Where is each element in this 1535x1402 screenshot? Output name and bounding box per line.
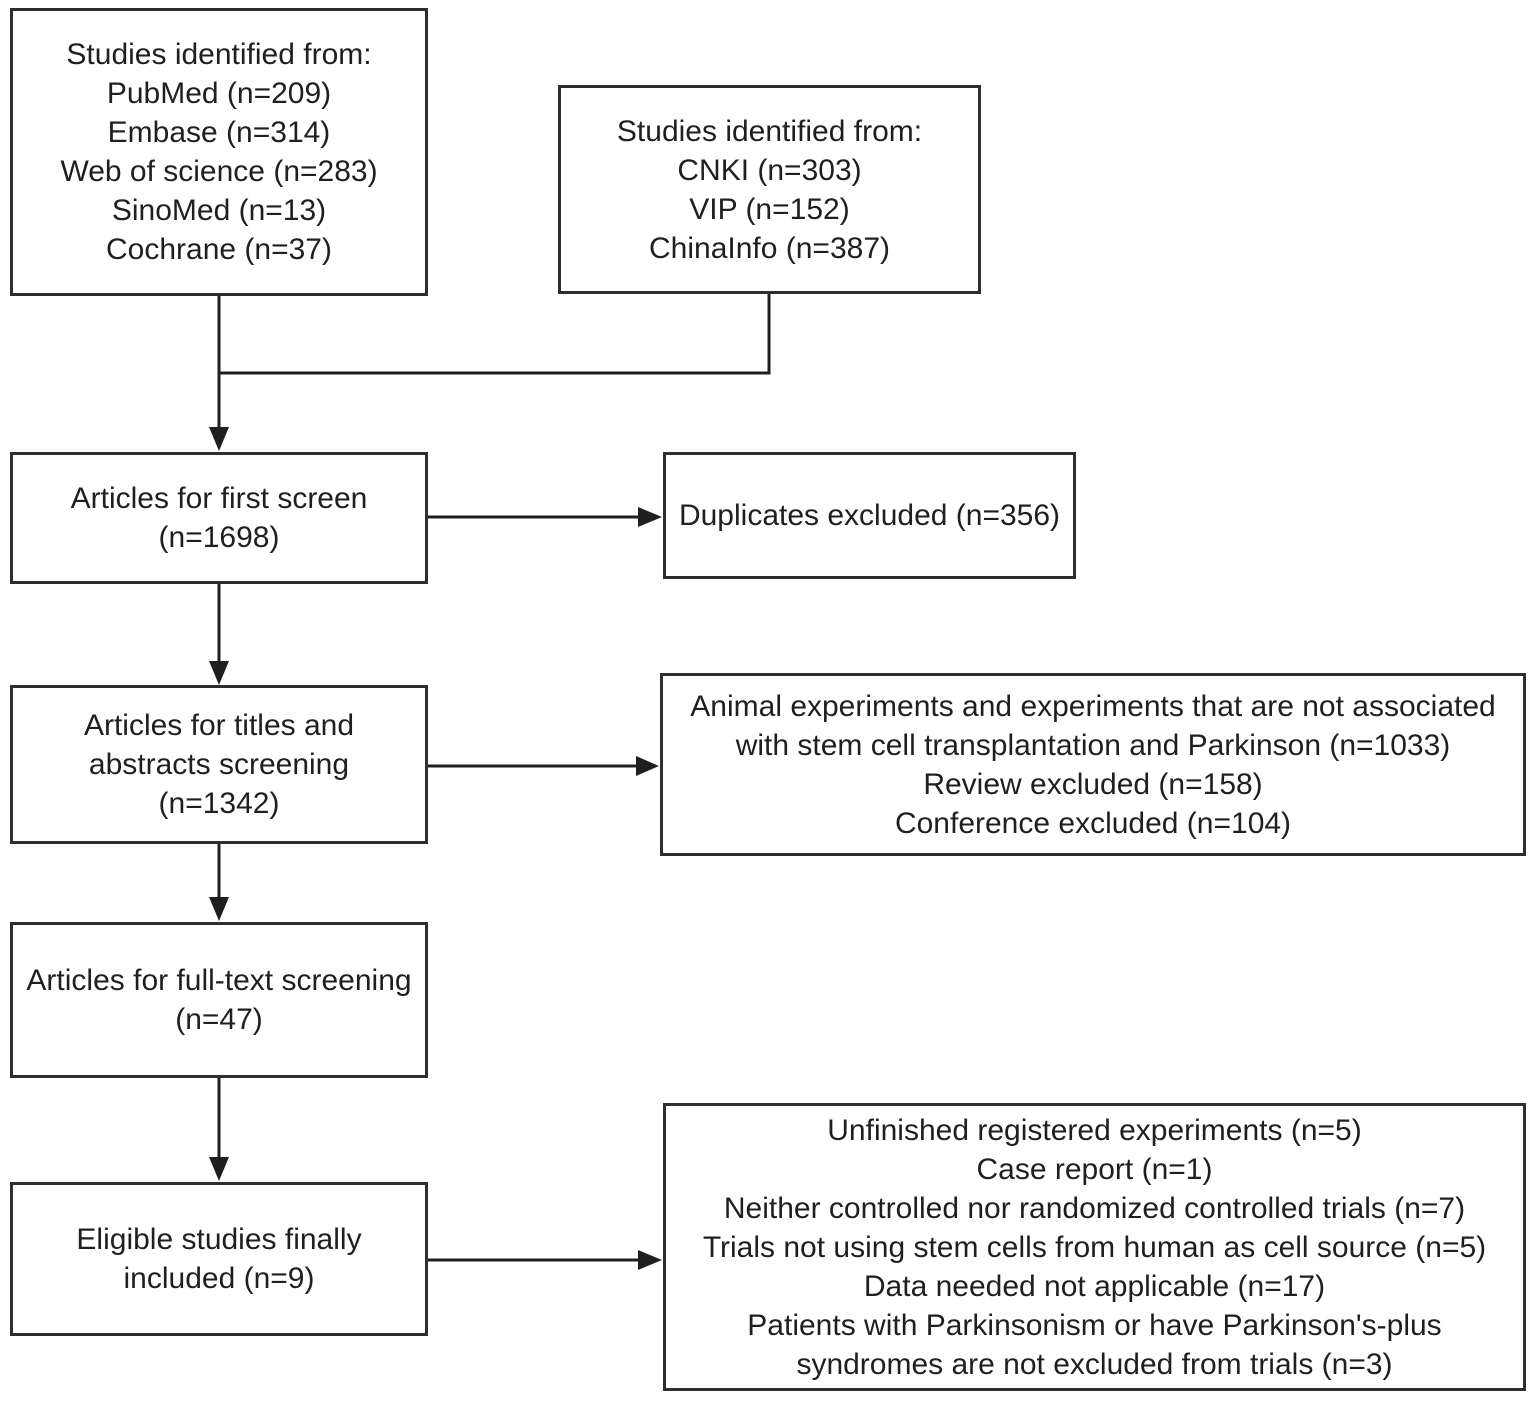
arrowhead-down-icon (209, 897, 229, 921)
box-studies-identified-international: Studies identified from: PubMed (n=209) … (10, 8, 428, 296)
box-exclusion-fulltext: Unfinished registered experiments (n=5) … (663, 1103, 1526, 1391)
box-studies-identified-chinese: Studies identified from: CNKI (n=303) VI… (558, 85, 981, 294)
arrow-first-screen-to-titles (209, 583, 229, 685)
arrow-first-screen-to-duplicates (427, 507, 662, 527)
arrowhead-right-icon (638, 507, 662, 527)
box-eligible-studies-included: Eligible studies finally included (n=9) (10, 1182, 428, 1336)
box-articles-first-screen: Articles for first screen (n=1698) (10, 452, 428, 584)
box-exclusion-titles-abstracts: Animal experiments and experiments that … (660, 673, 1526, 856)
arrowhead-right-icon (636, 756, 659, 776)
arrowhead-down-icon (209, 1157, 229, 1181)
box-fulltext-screening: Articles for full-text screening (n=47) (10, 922, 428, 1078)
box-duplicates-excluded: Duplicates excluded (n=356) (663, 452, 1076, 579)
merge-connector (209, 293, 771, 451)
arrowhead-down-icon (209, 427, 229, 451)
arrow-eligible-to-exclusion (426, 1250, 662, 1270)
arrow-titles-to-exclusion (427, 756, 659, 776)
arrowhead-right-icon (638, 1250, 662, 1270)
arrowhead-down-icon (209, 661, 229, 685)
arrow-titles-to-fulltext (209, 843, 229, 921)
box-titles-abstracts-screening: Articles for titles and abstracts screen… (10, 685, 428, 844)
arrow-fulltext-to-eligible (209, 1077, 229, 1181)
